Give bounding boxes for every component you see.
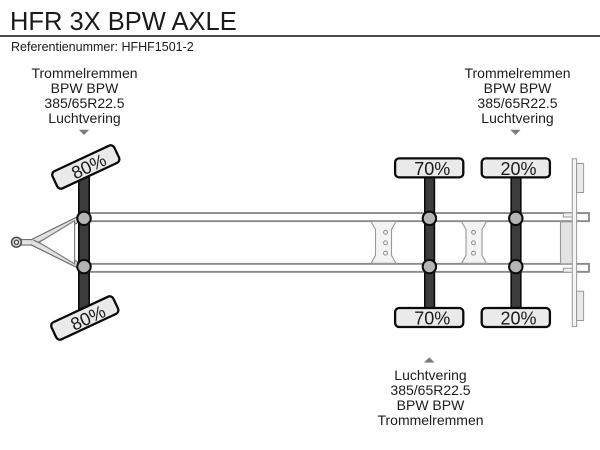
svg-text:70%: 70% <box>414 308 450 328</box>
svg-text:20%: 20% <box>500 308 536 328</box>
svg-text:80%: 80% <box>68 301 109 334</box>
svg-text:20%: 20% <box>500 159 536 179</box>
svg-text:70%: 70% <box>414 159 450 179</box>
